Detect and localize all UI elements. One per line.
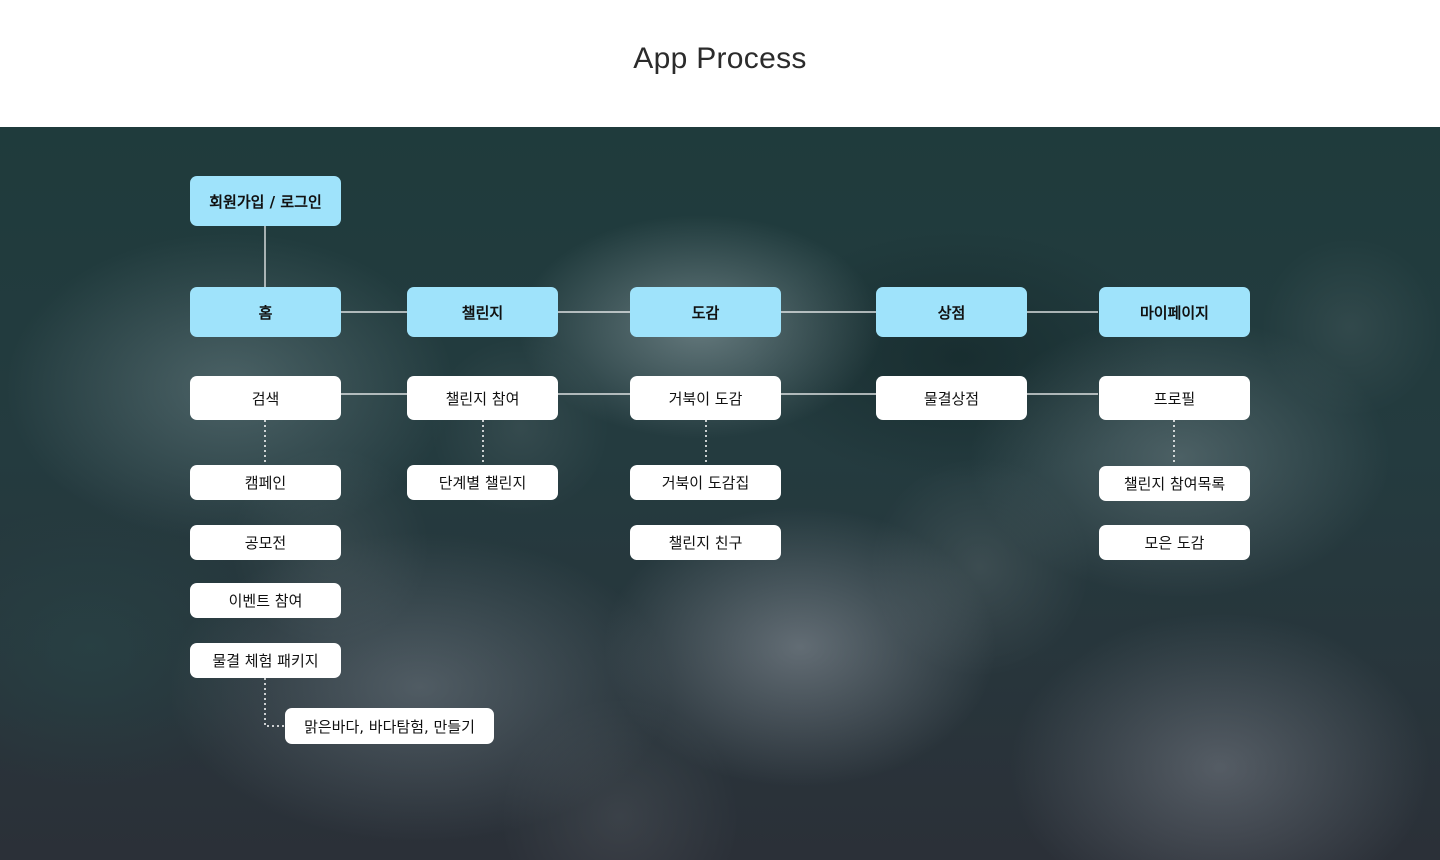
node-challenge-join[interactable]: 챌린지 참여 (407, 376, 558, 420)
node-turtle-collection[interactable]: 거북이 도감집 (630, 465, 781, 500)
node-signup-login[interactable]: 회원가입 / 로그인 (190, 176, 341, 226)
node-turtle-encyclopedia[interactable]: 거북이 도감 (630, 376, 781, 420)
node-mypage[interactable]: 마이페이지 (1099, 287, 1250, 337)
node-collected-encyclopedia[interactable]: 모은 도감 (1099, 525, 1250, 560)
node-search[interactable]: 검색 (190, 376, 341, 420)
node-wave-shop[interactable]: 물결상점 (876, 376, 1027, 420)
node-contest[interactable]: 공모전 (190, 525, 341, 560)
node-encyclopedia[interactable]: 도감 (630, 287, 781, 337)
node-shop[interactable]: 상점 (876, 287, 1027, 337)
node-package-detail[interactable]: 맑은바다, 바다탐험, 만들기 (285, 708, 494, 744)
node-challenge-friends[interactable]: 챌린지 친구 (630, 525, 781, 560)
node-challenge-history[interactable]: 챌린지 참여목록 (1099, 466, 1250, 501)
page-title: App Process (633, 42, 807, 75)
node-profile[interactable]: 프로필 (1099, 376, 1250, 420)
node-stage-challenge[interactable]: 단계별 챌린지 (407, 465, 558, 500)
node-challenge[interactable]: 챌린지 (407, 287, 558, 337)
node-wave-package[interactable]: 물결 체험 패키지 (190, 643, 341, 678)
node-campaign[interactable]: 캠페인 (190, 465, 341, 500)
node-event[interactable]: 이벤트 참여 (190, 583, 341, 618)
node-home[interactable]: 홈 (190, 287, 341, 337)
